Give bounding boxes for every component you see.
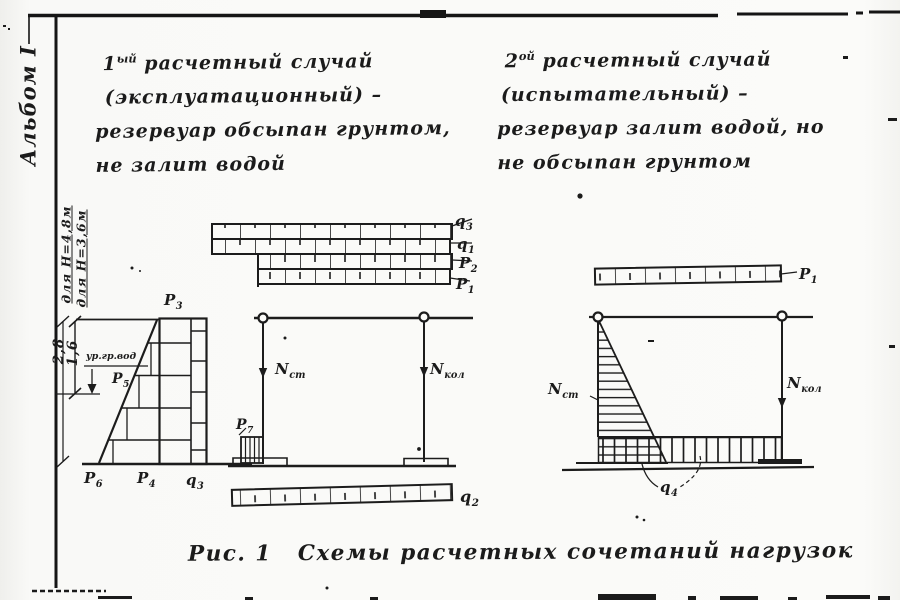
dim-1-6: 1,6 xyxy=(65,339,81,367)
load-label-p5: P5 xyxy=(112,371,130,390)
case1-line2: (эксплуатационный) – xyxy=(104,84,383,110)
case1-line1: 1ый расчетный случай xyxy=(102,50,374,76)
load-label-q3-top: q3 xyxy=(455,212,473,233)
load-strips-top xyxy=(211,218,473,287)
load-label-nkol-right: Nкол xyxy=(787,374,822,395)
load-label-q3-bottom: q3 xyxy=(186,471,204,492)
figure-caption: Рис. 1 Схемы расчетных сочетаний нагрузок xyxy=(188,538,854,566)
figure-number: Рис. 1 xyxy=(187,541,272,567)
case2-description: 2ой расчетный случай (испытательный) – р… xyxy=(497,37,825,181)
load-label-nst-mid: Nст xyxy=(275,360,306,381)
load-label-p6: P6 xyxy=(84,469,103,490)
dim-height-48: для H=4,8м xyxy=(58,205,74,304)
page-border xyxy=(28,10,900,588)
scan-noise xyxy=(3,25,897,600)
case2-line2: (испытательный) – xyxy=(500,82,749,107)
album-label: Альбом I xyxy=(15,45,41,166)
case2-line3: резервуар залит водой, но xyxy=(497,116,825,141)
load-label-p7: P7 xyxy=(236,417,254,436)
case2-line1: 2ой расчетный случай xyxy=(504,48,772,73)
load-label-q4: q4 xyxy=(660,478,678,499)
dimension-lines xyxy=(56,315,159,468)
load-label-p1-top: P1 xyxy=(456,275,475,296)
case1-line3: резервуар обсыпан грунтом, xyxy=(95,117,451,144)
load-strip-q2 xyxy=(230,483,454,507)
dim-height-36: для H=3,6м xyxy=(73,209,89,308)
figure-title: Схемы расчетных сочетаний нагрузок xyxy=(297,538,854,567)
load-label-nst-right: Nст xyxy=(548,380,579,401)
case2-line4: не обсыпан грунтом xyxy=(497,150,752,175)
load-label-p2-top: P2 xyxy=(459,254,478,275)
case1-frame-diagram xyxy=(228,311,473,468)
load-label-p1-right: P1 xyxy=(799,265,818,286)
case1-wall-diagram xyxy=(82,317,252,466)
load-label-p4: P4 xyxy=(137,469,156,490)
case1-line4: не залит водой xyxy=(95,153,286,178)
water-level-note: ур.гр.вод xyxy=(86,351,137,362)
load-label-q2: q2 xyxy=(460,487,479,510)
case1-description: 1ый расчетный случай (эксплуатационный) … xyxy=(94,38,451,183)
load-label-p3-wall: P3 xyxy=(164,291,183,312)
case2-diagram xyxy=(561,264,815,488)
load-label-nkol-mid: Nкол xyxy=(430,360,465,381)
load-label-q1-top: q1 xyxy=(457,235,475,256)
